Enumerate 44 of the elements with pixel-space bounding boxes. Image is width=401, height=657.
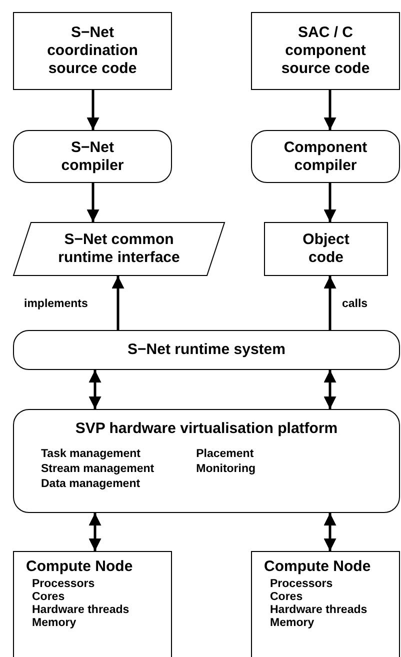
node-title: Object code [302, 231, 350, 267]
node-title: S−Net common runtime interface [57, 231, 181, 267]
list-item: Hardware threads [270, 604, 368, 617]
list-item: Placement [196, 448, 255, 461]
node-title: SVP hardware virtualisation platform [74, 420, 339, 438]
list-item: Stream management [41, 463, 154, 476]
node-title: S−Net compiler [60, 138, 125, 174]
list-item: Memory [270, 617, 316, 630]
list-item: Data management [41, 478, 142, 491]
process-box [13, 551, 172, 657]
list-item: Cores [270, 591, 304, 604]
node-title: SAC / C component source code [280, 24, 371, 78]
arrow [324, 90, 336, 130]
list-item: Monitoring [196, 463, 256, 476]
list-item: Hardware threads [32, 604, 130, 617]
list-item: Cores [32, 591, 66, 604]
arrow [88, 513, 102, 551]
rounded-box [13, 130, 172, 183]
list-item: Task management [41, 448, 142, 461]
rounded-box [13, 330, 400, 370]
arrow [86, 90, 100, 130]
node-title: S−Net runtime system [126, 341, 286, 359]
arrow [324, 370, 336, 409]
list-item: Memory [32, 617, 78, 630]
arrow [324, 513, 336, 551]
arrow [88, 370, 102, 409]
process-box [251, 12, 400, 90]
rounded-box [13, 409, 400, 513]
edge-label: calls [342, 298, 368, 310]
edge-label: implements [24, 298, 88, 310]
node-title: Compute Node [26, 558, 133, 576]
rounded-box [251, 130, 400, 183]
arrow [112, 276, 124, 330]
arrow [324, 183, 336, 222]
process-box [251, 551, 400, 657]
node-title: Compute Node [264, 558, 371, 576]
list-item: Processors [270, 578, 334, 591]
process-box [264, 222, 388, 276]
arrow [324, 276, 336, 330]
node-title: S−Net coordination source code [46, 24, 139, 78]
process-box [13, 12, 172, 90]
arrow [86, 183, 100, 222]
list-item: Processors [32, 578, 96, 591]
node-title: Component compiler [282, 138, 368, 174]
